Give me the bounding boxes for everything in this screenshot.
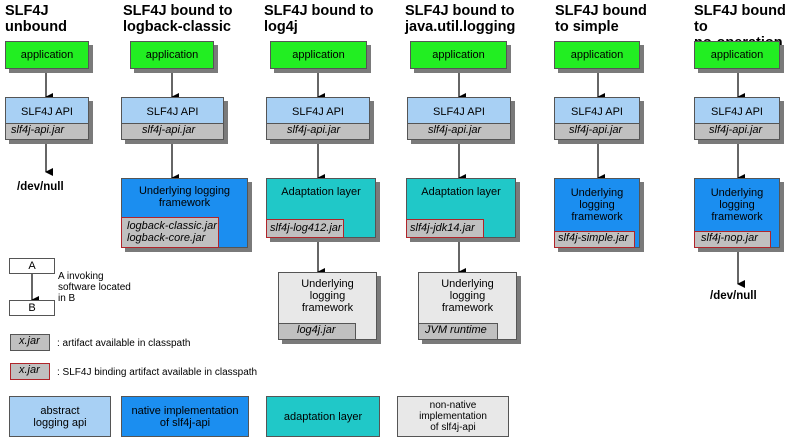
- native-framework-box-col1: Underlying logging framework logback-cla…: [121, 178, 248, 248]
- native-framework-label: Underlying logging framework: [570, 187, 624, 223]
- application-box-col1: application: [130, 41, 214, 69]
- application-label: application: [292, 49, 345, 61]
- log4j-framework-box: Underlying logging framework log4j.jar: [278, 272, 377, 340]
- jvm-runtime-jar: JVM runtime: [418, 323, 498, 340]
- application-box-col4: application: [554, 41, 640, 69]
- lower-framework-label: Underlying logging framework: [441, 278, 494, 314]
- slf4j-api-label: SLF4J API: [146, 106, 199, 118]
- adaptation-layer-box-col2: Adaptation layer slf4j-log412.jar: [266, 178, 376, 238]
- slf4j-api-box-col3: SLF4J API slf4j-api.jar: [407, 97, 511, 140]
- application-label: application: [432, 49, 485, 61]
- legend-binding-text: : SLF4J binding artifact available in cl…: [57, 367, 258, 378]
- slf4j-api-box-col4: SLF4J API slf4j-api.jar: [554, 97, 640, 140]
- slf4j-jdk14-jar: slf4j-jdk14.jar: [406, 219, 484, 238]
- slf4j-api-label: SLF4J API: [711, 106, 763, 118]
- native-framework-label: Underlying logging framework: [710, 187, 764, 223]
- native-framework-box-col5: Underlying logging framework slf4j-nop.j…: [694, 178, 780, 248]
- slf4j-api-box-col0: SLF4J API slf4j-api.jar: [5, 97, 89, 140]
- column-title-unbound: SLF4J unbound: [5, 3, 68, 35]
- legend-node-b: B: [9, 300, 55, 316]
- lower-framework-label: Underlying logging framework: [301, 278, 354, 314]
- slf4j-api-jar: slf4j-api.jar: [121, 123, 224, 140]
- slf4j-api-box-col1: SLF4J API slf4j-api.jar: [121, 97, 224, 140]
- legend-invoke-text: A invoking software located in B: [58, 271, 131, 304]
- log4j-jar: log4j.jar: [278, 323, 356, 340]
- logback-jars: logback-classic.jar logback-core.jar: [121, 217, 219, 248]
- slf4j-api-label: SLF4J API: [292, 106, 344, 118]
- legend-adaptation-label: adaptation layer: [283, 410, 363, 423]
- legend-adaptation-layer: adaptation layer: [266, 396, 380, 437]
- legend-nonnative-label: non-native implementation of slf4j-api: [419, 400, 487, 433]
- legend-node-a: A: [9, 258, 55, 274]
- slf4j-api-label: SLF4J API: [571, 106, 623, 118]
- devnull-label-col5: /dev/null: [710, 290, 757, 302]
- application-label: application: [570, 49, 624, 61]
- slf4j-api-jar: slf4j-api.jar: [694, 123, 780, 140]
- application-label: application: [20, 49, 74, 61]
- legend-native-label: native implementation of slf4j-api: [131, 404, 239, 429]
- legend-artifact-text: : artifact available in classpath: [57, 338, 191, 349]
- adaptation-layer-label: Adaptation layer: [281, 186, 361, 198]
- slf4j-api-label: SLF4J API: [21, 106, 73, 118]
- application-box-col2: application: [270, 41, 367, 69]
- application-box-col0: application: [5, 41, 89, 69]
- legend-abstract-label: abstract logging api: [33, 404, 87, 429]
- jvm-framework-box: Underlying logging framework JVM runtime: [418, 272, 517, 340]
- slf4j-api-label: SLF4J API: [433, 106, 485, 118]
- column-title-logback: SLF4J bound to logback-classic: [123, 3, 233, 35]
- column-title-log4j: SLF4J bound to log4j: [264, 3, 374, 35]
- legend-abstract-api: abstract logging api: [9, 396, 111, 437]
- application-label: application: [710, 49, 764, 61]
- native-framework-label: Underlying logging framework: [138, 185, 231, 209]
- legend-binding-jar: x.jar: [10, 363, 50, 380]
- application-box-col3: application: [410, 41, 507, 69]
- application-label: application: [145, 49, 199, 61]
- devnull-label-col0: /dev/null: [17, 181, 64, 193]
- legend-native-impl: native implementation of slf4j-api: [121, 396, 249, 437]
- slf4j-api-box-col2: SLF4J API slf4j-api.jar: [266, 97, 370, 140]
- application-box-col5: application: [694, 41, 780, 69]
- slf4j-simple-jar: slf4j-simple.jar: [554, 231, 635, 248]
- legend-nonnative-impl: non-native implementation of slf4j-api: [397, 396, 509, 437]
- slf4j-log412-jar: slf4j-log412.jar: [266, 219, 344, 238]
- slf4j-api-jar: slf4j-api.jar: [554, 123, 640, 140]
- slf4j-api-jar: slf4j-api.jar: [266, 123, 370, 140]
- adaptation-layer-box-col3: Adaptation layer slf4j-jdk14.jar: [406, 178, 516, 238]
- native-framework-box-col4: Underlying logging framework slf4j-simpl…: [554, 178, 640, 248]
- column-title-simple: SLF4J bound to simple: [555, 3, 647, 35]
- slf4j-api-box-col5: SLF4J API slf4j-api.jar: [694, 97, 780, 140]
- adaptation-layer-label: Adaptation layer: [421, 186, 501, 198]
- slf4j-nop-jar: slf4j-nop.jar: [694, 231, 771, 248]
- slf4j-api-jar: slf4j-api.jar: [407, 123, 511, 140]
- legend-artifact-jar: x.jar: [10, 334, 50, 351]
- column-title-jul: SLF4J bound to java.util.logging: [405, 3, 516, 35]
- slf4j-api-jar: slf4j-api.jar: [5, 123, 89, 140]
